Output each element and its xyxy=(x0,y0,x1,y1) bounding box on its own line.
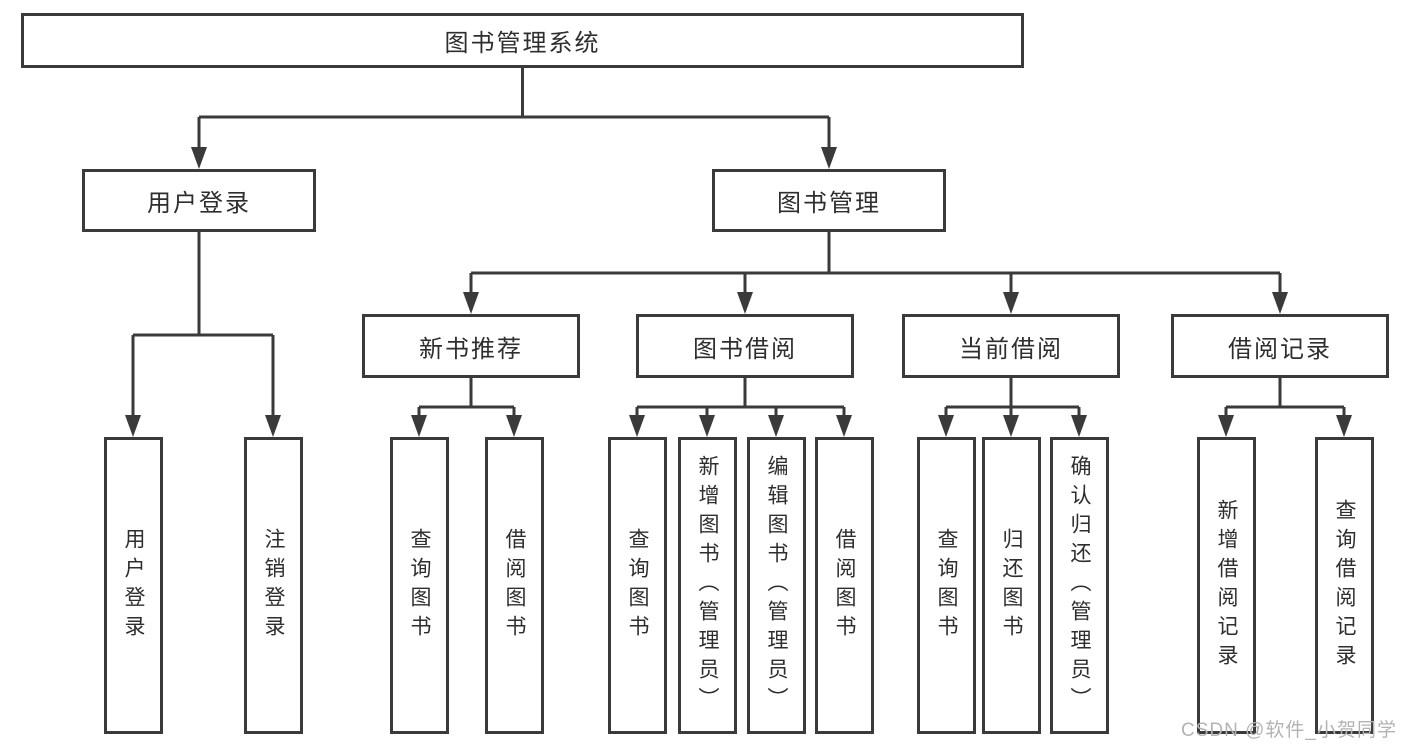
node-user-login: 用户登录 xyxy=(82,169,316,232)
leaf-query-book-recommend: 查询图书 xyxy=(390,437,449,734)
leaf-user-login: 用户登录 xyxy=(104,437,163,734)
node-current-borrow-label: 当前借阅 xyxy=(959,335,1063,363)
node-borrow-record-label: 借阅记录 xyxy=(1228,335,1332,363)
node-book-borrow-label: 图书借阅 xyxy=(693,335,797,363)
leaf-borrow-book: 借阅图书 xyxy=(815,437,874,734)
node-new-book-recommend-label: 新书推荐 xyxy=(419,335,523,363)
node-new-book-recommend: 新书推荐 xyxy=(362,314,580,378)
node-book-management-label: 图书管理 xyxy=(777,190,881,217)
arrowheads xyxy=(125,147,1352,437)
leaf-logout: 注销登录 xyxy=(244,437,303,734)
csdn-watermark: CSDN @软件_小贺同学 xyxy=(1181,720,1397,741)
leaf-query-book-borrow: 查询图书 xyxy=(608,437,667,734)
node-user-login-label: 用户登录 xyxy=(147,190,251,217)
leaf-query-borrow-record: 查询借阅记录 xyxy=(1315,437,1374,734)
node-book-borrow: 图书借阅 xyxy=(636,314,854,378)
leaf-add-book-admin: 新增图书（管理员） xyxy=(678,437,737,734)
leaf-confirm-return-admin: 确认归还（管理员） xyxy=(1050,437,1109,734)
leaf-query-book-current: 查询图书 xyxy=(917,437,976,734)
leaf-borrow-book-recommend: 借阅图书 xyxy=(485,437,544,734)
node-book-management: 图书管理 xyxy=(712,169,946,232)
node-root: 图书管理系统 xyxy=(21,13,1024,68)
node-current-borrow: 当前借阅 xyxy=(902,314,1120,378)
node-borrow-record: 借阅记录 xyxy=(1171,314,1389,378)
leaf-return-book: 归还图书 xyxy=(982,437,1041,734)
leaf-add-borrow-record: 新增借阅记录 xyxy=(1197,437,1256,734)
leaf-edit-book-admin: 编辑图书（管理员） xyxy=(747,437,806,734)
node-root-label: 图书管理系统 xyxy=(444,30,601,57)
